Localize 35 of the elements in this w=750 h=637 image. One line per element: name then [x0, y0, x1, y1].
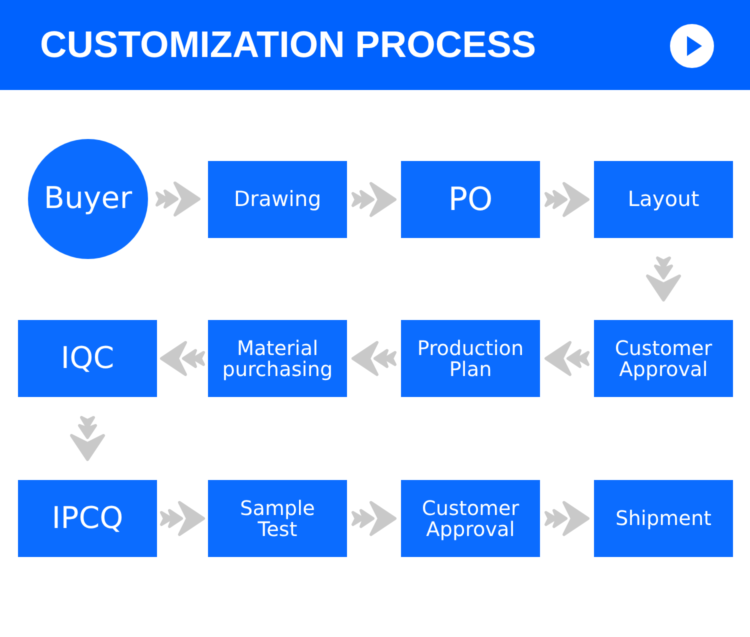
node-label: Production Plan	[416, 338, 525, 380]
chevron-arrow	[352, 182, 396, 217]
process-box	[208, 320, 347, 397]
process-box	[401, 480, 540, 557]
process-box	[594, 320, 733, 397]
process-box	[208, 161, 347, 238]
chevron-arrow	[160, 341, 205, 376]
chevron-arrow	[352, 501, 396, 536]
node-label: Customer Approval	[420, 498, 520, 540]
process-box	[18, 320, 157, 397]
chevron-arrow	[544, 501, 590, 536]
node-label: Material purchasing	[221, 338, 334, 380]
process-box	[401, 320, 540, 397]
node-label: IQC	[60, 342, 114, 374]
node-label: Shipment	[616, 508, 712, 529]
node-label: Buyer	[44, 183, 132, 215]
process-box	[594, 480, 733, 557]
chevron-arrow	[160, 501, 205, 536]
title: CUSTOMIZATION PROCESS	[40, 24, 536, 66]
chevron-arrow	[646, 256, 681, 302]
process-box	[594, 161, 733, 238]
process-box	[208, 480, 347, 557]
node-label: IPCQ	[52, 502, 124, 534]
process-box	[18, 480, 157, 557]
chevron-arrow	[544, 182, 590, 217]
chevron-arrow	[544, 341, 590, 376]
chevron-arrow	[156, 182, 200, 216]
chevron-arrow	[70, 416, 105, 461]
node-label: Drawing	[234, 188, 322, 211]
node-label: PO	[448, 182, 493, 216]
process-box	[401, 161, 540, 238]
node-label: Customer Approval	[614, 338, 714, 380]
chevron-arrow	[352, 341, 396, 376]
node-label: Layout	[628, 188, 700, 211]
node-label: Sample Test	[239, 498, 316, 540]
